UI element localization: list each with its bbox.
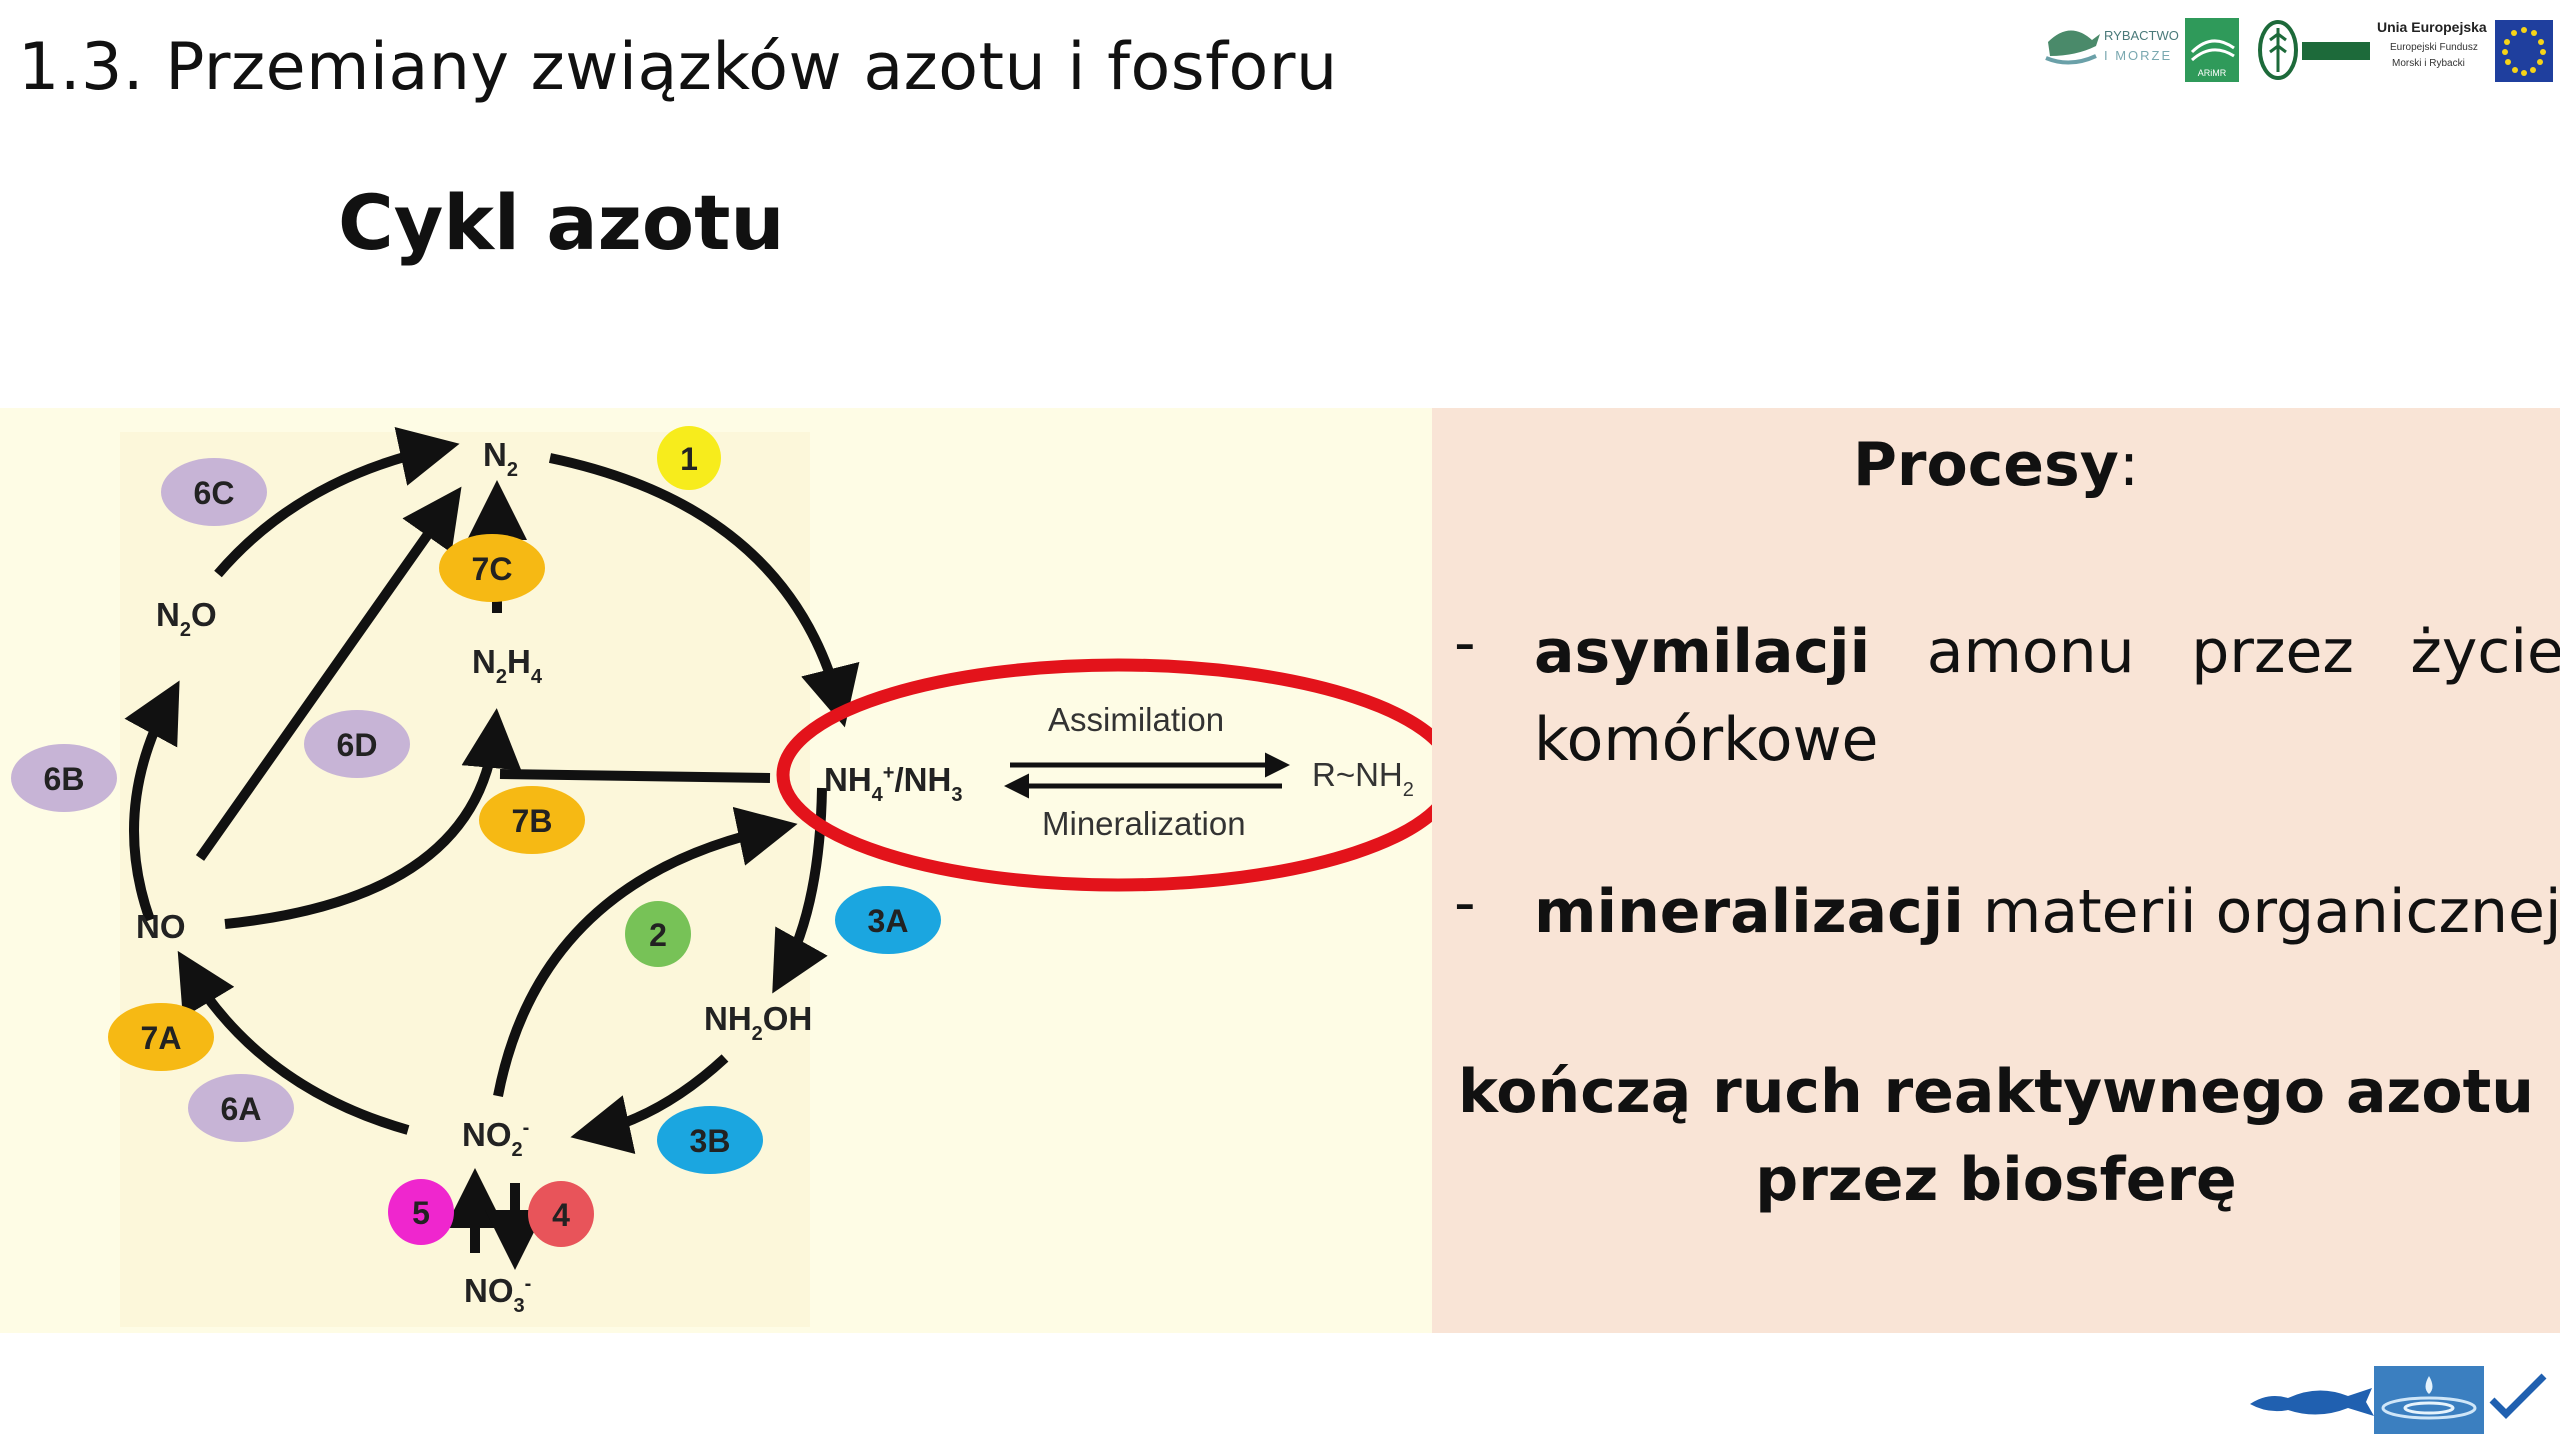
- water-drop-icon: [2374, 1366, 2484, 1434]
- arimr-text: ARiMR: [2198, 68, 2227, 78]
- badge-2: 2: [625, 901, 691, 967]
- checkmark-icon: [2489, 1373, 2547, 1419]
- conclusion-text: kończą ruch reaktywnego azotu przez bios…: [1458, 1057, 2534, 1215]
- bullet-dash: -: [1454, 868, 1476, 938]
- svg-text:7C: 7C: [472, 551, 513, 587]
- svg-text:3A: 3A: [868, 903, 909, 939]
- badge-6b: 6B: [11, 744, 117, 812]
- rybactwo-text-2: I MORZE: [2104, 48, 2172, 63]
- badge-6d: 6D: [304, 710, 410, 778]
- compound-nh2oh: NH2OH: [704, 1000, 812, 1045]
- badge-7b: 7B: [479, 786, 585, 854]
- arrow-n2o-to-n2: [214, 427, 460, 578]
- line-nh4-to-n2h4: [499, 769, 771, 783]
- badge-6c: 6C: [161, 458, 267, 526]
- badge-6a: 6A: [188, 1074, 294, 1142]
- fish-icon: [2250, 1388, 2374, 1416]
- svg-text:4: 4: [552, 1197, 570, 1233]
- mineralization-label: Mineralization: [1042, 805, 1246, 842]
- arrow-no-to-n2h4: [224, 708, 522, 929]
- eu-text-2: Europejski Fundusz: [2390, 42, 2478, 53]
- rybactwo-logo: RYBACTWO I MORZE: [2045, 28, 2179, 65]
- nitrogen-cycle-panel: N2 N2O N2H4 NO NH4+/NH3 NH2OH NO2- NO3- …: [0, 408, 1460, 1333]
- bullet-dash: -: [1454, 608, 1476, 678]
- compound-nh4-nh3: NH4+/NH3: [824, 761, 962, 806]
- arrow-no2-to-nh4: [493, 806, 798, 1097]
- compound-no: NO: [136, 908, 186, 945]
- processes-panel: Procesy: - asymilacji amonu przez życie …: [1432, 408, 2560, 1333]
- compound-n2o: N2O: [156, 596, 217, 641]
- arrow-no2-to-no: [177, 950, 410, 1135]
- process-keyword: mineralizacji: [1534, 877, 1964, 947]
- svg-text:6A: 6A: [221, 1091, 262, 1127]
- arrow-nh2oh-to-no2: [570, 1054, 729, 1154]
- svg-text:6C: 6C: [194, 475, 235, 511]
- compound-no3: NO3-: [464, 1272, 531, 1317]
- badge-3b: 3B: [657, 1106, 763, 1174]
- eu-text-1: Unia Europejska: [2377, 19, 2487, 35]
- badge-5: 5: [388, 1179, 454, 1245]
- compound-n2: N2: [483, 436, 518, 481]
- svg-text:6B: 6B: [44, 761, 85, 797]
- assimilation-label: Assimilation: [1048, 701, 1224, 738]
- compound-r-nh2: R~NH2: [1312, 756, 1414, 801]
- arrow-nh4-to-nh2oh: [772, 787, 828, 994]
- svg-text:1: 1: [680, 441, 698, 477]
- section-subtitle: Cykl azotu: [338, 178, 785, 267]
- arrow-no-to-n2o: [124, 680, 180, 922]
- footer-logo: [2250, 1366, 2547, 1434]
- ministry-logo: [2258, 20, 2370, 80]
- svg-text:3B: 3B: [690, 1123, 731, 1159]
- compound-n2h4: N2H4: [472, 643, 543, 688]
- svg-text:7A: 7A: [141, 1020, 182, 1056]
- slide-title: 1.3. Przemiany związków azotu i fosforu: [18, 30, 1338, 105]
- process-keyword: asymilacji: [1534, 617, 1871, 687]
- badge-7c: 7C: [439, 534, 545, 602]
- eu-logo: Unia Europejska Europejski Fundusz Morsk…: [2377, 19, 2553, 82]
- partner-logos: RYBACTWO I MORZE ARiMR Unia Europejska E…: [2045, 18, 2553, 82]
- badge-3a: 3A: [835, 886, 941, 954]
- compound-no2: NO2-: [462, 1116, 529, 1161]
- nitrogen-cycle-diagram: N2 N2O N2H4 NO NH4+/NH3 NH2OH NO2- NO3- …: [11, 426, 1460, 1317]
- badge-4: 4: [528, 1181, 594, 1247]
- processes-title: Procesy:: [1852, 430, 2140, 500]
- arrow-n2-to-nh4: [548, 453, 860, 728]
- eu-text-3: Morski i Rybacki: [2392, 58, 2465, 69]
- svg-text:2: 2: [649, 917, 667, 953]
- badge-1: 1: [657, 426, 721, 490]
- svg-text:6D: 6D: [337, 727, 378, 763]
- rybactwo-text-1: RYBACTWO: [2104, 28, 2179, 43]
- svg-text:5: 5: [412, 1195, 430, 1231]
- arimr-logo: ARiMR: [2185, 18, 2239, 82]
- arrow-no-to-n2: [195, 486, 462, 861]
- svg-text:7B: 7B: [512, 803, 553, 839]
- badge-7a: 7A: [108, 1003, 214, 1071]
